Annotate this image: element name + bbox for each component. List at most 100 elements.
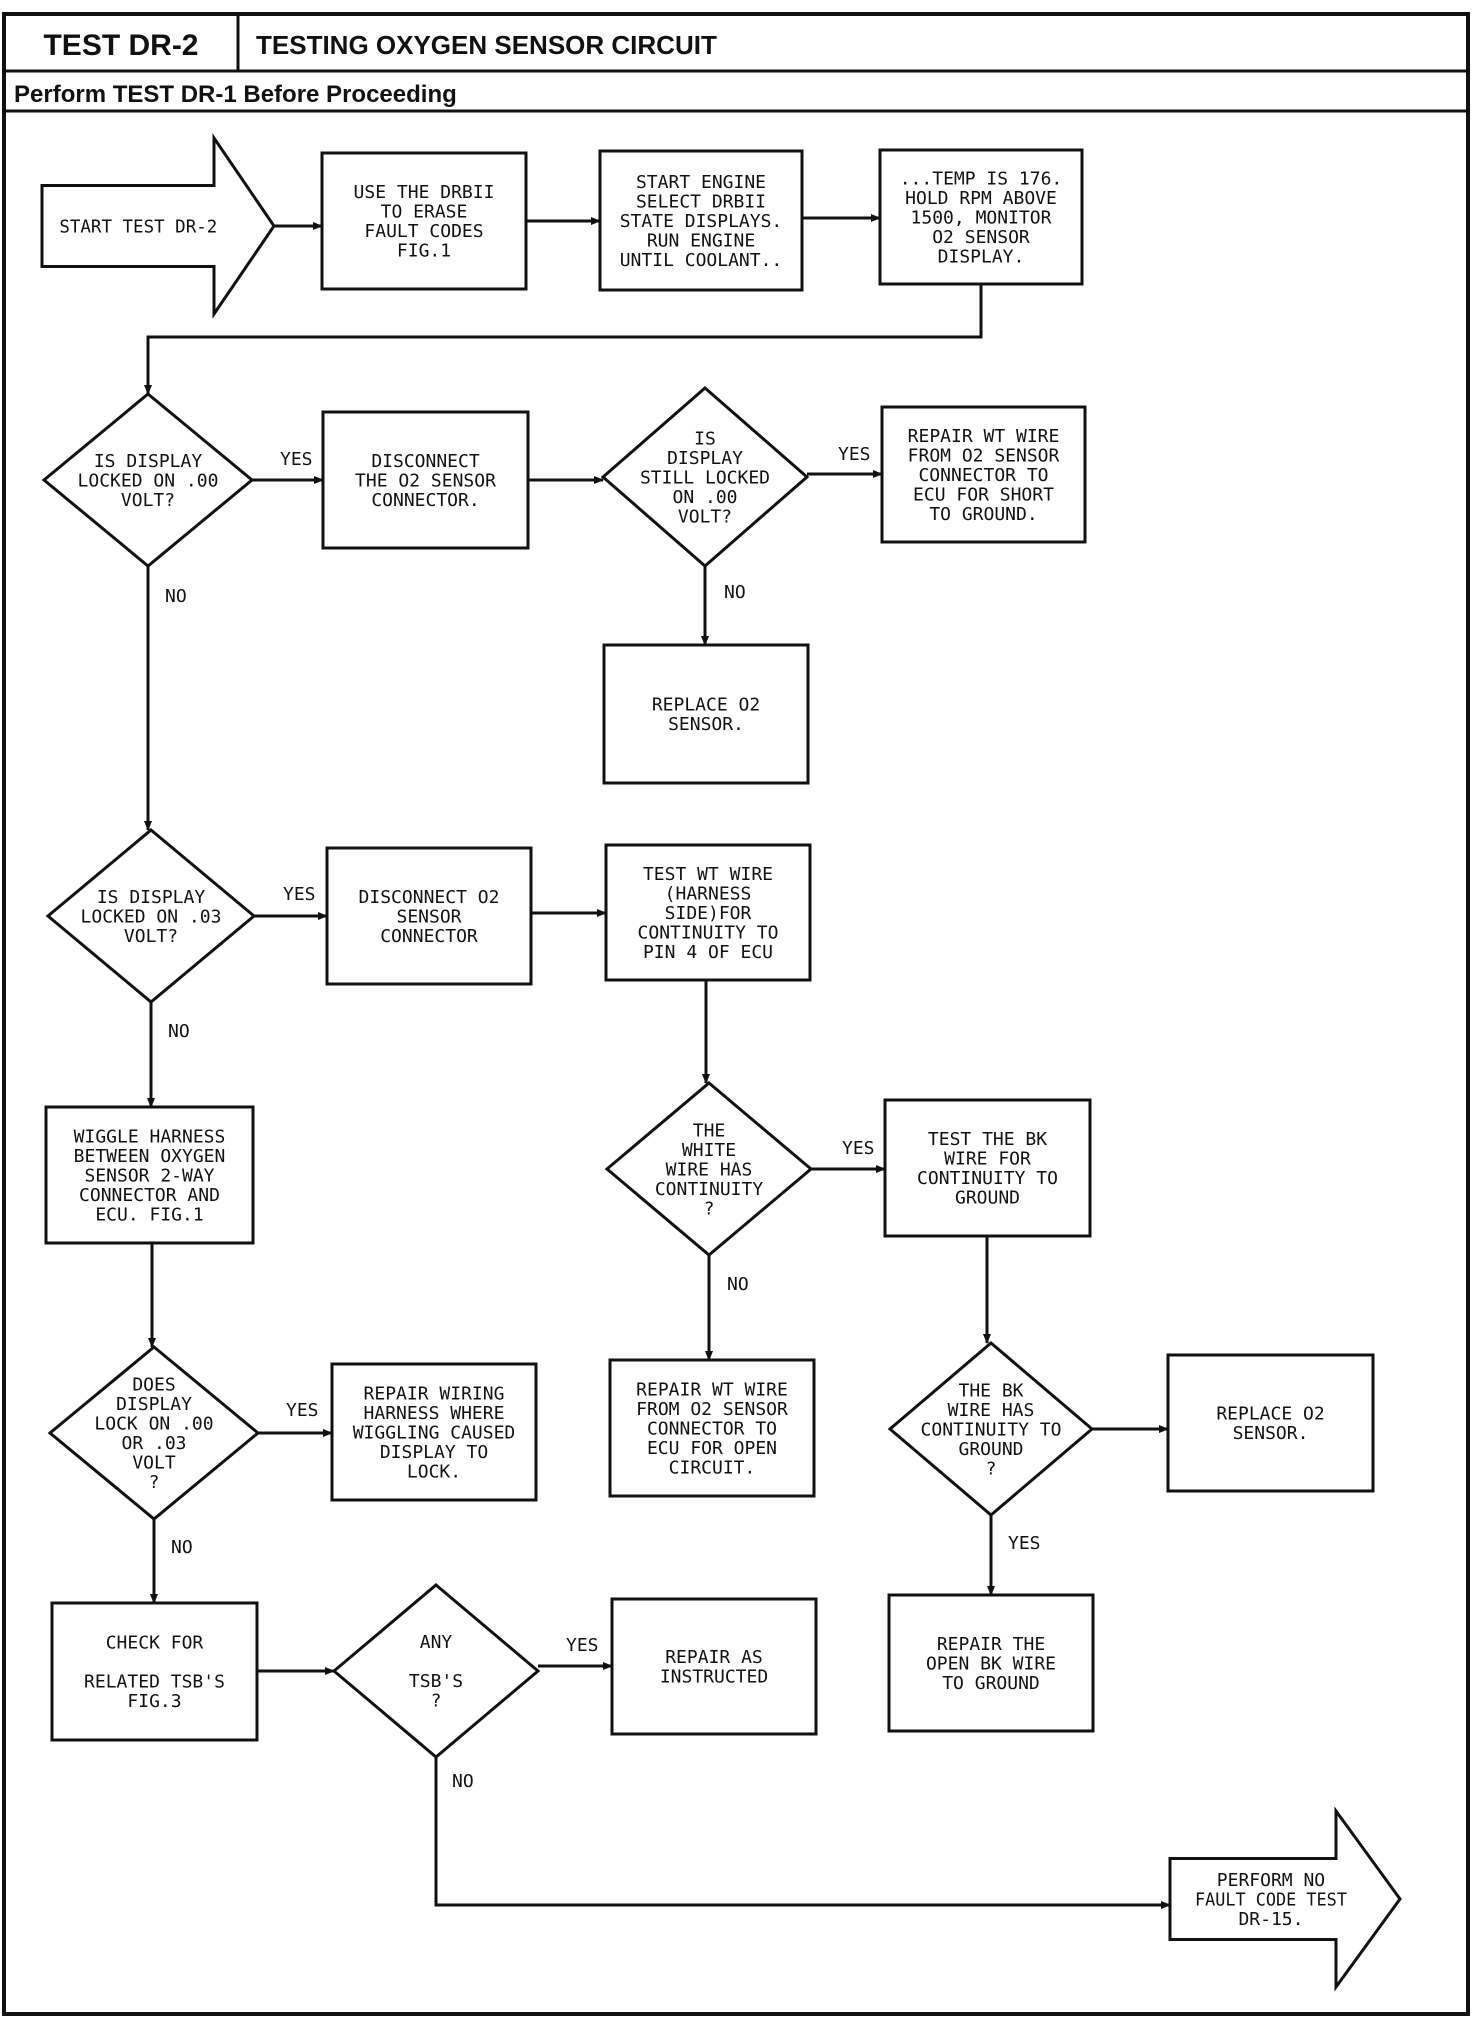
edge-label-yes: YES [838,444,871,465]
node-text-line: ? [986,1458,997,1479]
node-text-line: LOCKED ON .00 [78,470,219,491]
node-text-line: VOLT? [124,926,178,947]
node-text-line: USE THE DRBII [354,182,495,203]
process-box [1166,1353,1375,1493]
node-text-line: CONTINUITY TO [917,1168,1058,1189]
node-text-line: STILL LOCKED [640,467,770,488]
node-text-line: SENSOR. [1233,1423,1309,1444]
node-text-line: TEST WT WIRE [643,864,773,885]
node-text-line: OPEN BK WIRE [926,1653,1056,1674]
decision-diamond [887,1341,1095,1517]
node-text-line: TSB'S [409,1671,463,1692]
node-text-line: ECU FOR SHORT [913,484,1054,505]
node-text-line: ECU FOR OPEN [647,1438,777,1459]
node-text-line: TO ERASE [381,202,468,223]
node-text-line: ? [149,1472,160,1493]
test-id: TEST DR-2 [43,29,198,62]
header: TEST DR-2 TESTING OXYGEN SENSOR CIRCUIT … [2,12,1470,2016]
node-text-line: ...TEMP IS 176. [900,168,1063,189]
node-text-line: ? [704,1198,715,1219]
node-text-line: VOLT [132,1453,176,1474]
node-text-line: START TEST DR-2 [59,216,217,237]
node-text-line: RELATED TSB'S [84,1672,225,1693]
node-text-line: VOLT? [678,506,732,527]
node-text-line: DISPLAY TO [380,1442,488,1463]
node-text-line: DISPLAY [116,1394,192,1415]
process-box [887,1593,1095,1733]
decision-diamond [41,392,255,568]
process-box [604,843,812,982]
node-text-line: LOCK. [407,1461,461,1482]
node-text-line: DISPLAY. [938,246,1025,267]
edge-label-no: NO [168,1021,190,1042]
node-text-line: IS DISPLAY [94,451,203,472]
node-text-line: STATE DISPLAYS. [620,211,783,232]
node-text-line: PIN 4 OF ECU [643,942,773,963]
node-text-line: FROM O2 SENSOR [908,445,1060,466]
node-text-line: REPAIR WIRING [364,1383,505,1404]
node-text-line: HOLD RPM ABOVE [905,188,1057,209]
node-text-line: REPAIR WT WIRE [636,1379,788,1400]
node-text-line: ECU. FIG.1 [95,1204,203,1225]
node-text-line: CHECK FOR [106,1633,204,1654]
node-text-line: LOCK ON .00 [94,1414,213,1435]
node-text-line: CONTINUITY TO [638,922,779,943]
node-text-line: WIGGLING CAUSED [353,1422,516,1443]
node-text-line: OR .03 [121,1433,186,1454]
process-box [610,1597,818,1736]
node-text-line: 1500, MONITOR [911,207,1052,228]
node-text-line: RUN ENGINE [647,230,755,251]
node-text-line: DR-15. [1238,1909,1303,1930]
node-text-line: CONNECTOR. [371,490,479,511]
node-text-line: SELECT DRBII [636,191,766,212]
node-text-line: WIRE HAS [666,1159,753,1180]
edge-temp-to-locked-00 [144,284,983,395]
node-text-line: REPLACE O2 [1216,1404,1324,1425]
edge-any-tsb-to-perform-no-fault [434,1757,1171,1909]
node-text-line: (HARNESS [665,883,752,904]
edge-label-yes: YES [566,1635,599,1656]
process-box [602,643,810,785]
node-text-line: O2 SENSOR [932,227,1030,248]
node-text-line: REPLACE O2 [652,695,760,716]
node-text-line: FIG.1 [397,241,451,262]
node-text-line: CIRCUIT. [669,1457,756,1478]
node-text-line: CONNECTOR AND [79,1185,220,1206]
node-text-line: WHITE [682,1140,736,1161]
process-box [320,151,528,291]
node-text-line: THE [693,1120,726,1141]
node-text-line: TO GROUND [942,1673,1040,1694]
node-text-line: CONTINUITY [655,1179,764,1200]
process-box [330,1362,538,1502]
node-text-line: HARNESS WHERE [364,1403,505,1424]
node-text-line: DISCONNECT [371,451,480,472]
node-text-line: PERFORM NO [1217,1870,1325,1891]
decision-diamond [331,1583,541,1759]
edge-label-no: NO [452,1771,474,1792]
decision-diamond [45,828,257,1004]
node-text-line: WIGGLE HARNESS [74,1126,226,1147]
process-box [608,1358,816,1498]
decision-diamond [47,1345,261,1521]
node-text-line: INSTRUCTED [660,1667,768,1688]
node-text-line: THE BK [958,1380,1023,1401]
node-text-line: FAULT CODES [364,221,483,242]
node-text-line: VOLT? [121,490,175,511]
node-text-line: CONNECTOR [380,926,478,947]
